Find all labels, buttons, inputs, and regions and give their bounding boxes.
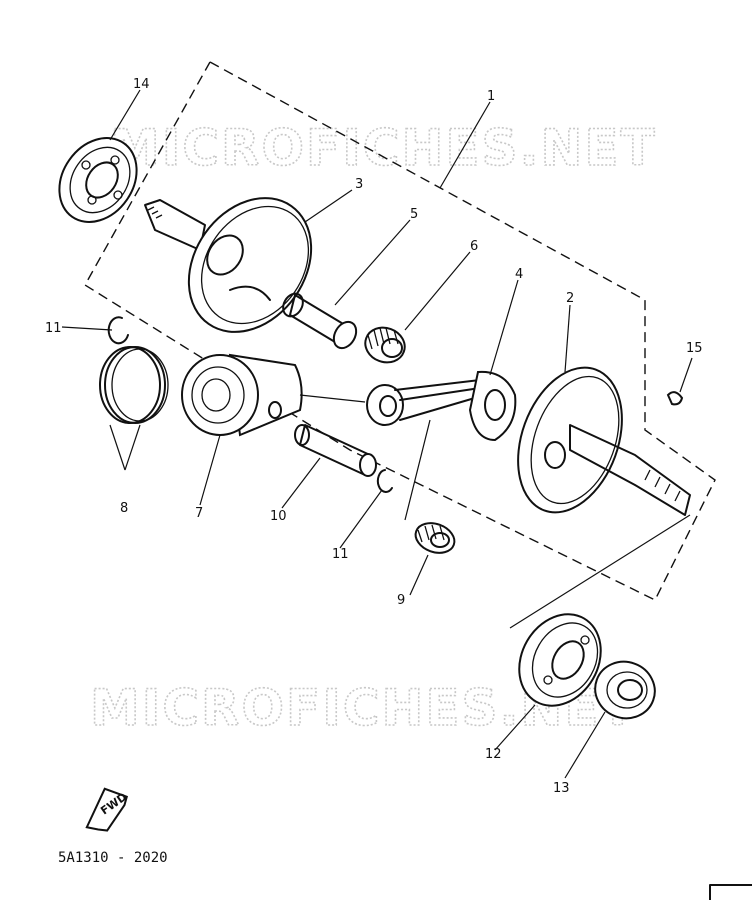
circlip-part-11-bottom[interactable]	[376, 469, 393, 493]
oil-seal-part-13[interactable]	[587, 653, 663, 726]
forward-arrow-icon: FWD	[85, 787, 129, 832]
callout-7: 7	[195, 506, 203, 521]
callout-11-top: 11	[45, 321, 62, 336]
woodruff-key-part-15[interactable]	[666, 391, 684, 406]
watermark-top: MICROFICHES.NET	[110, 119, 657, 177]
callout-6: 6	[470, 239, 478, 254]
callout-11-bottom: 11	[332, 547, 349, 562]
callout-14: 14	[133, 77, 150, 92]
crank-half-part-2[interactable]	[499, 353, 691, 527]
assembly-outline	[84, 61, 716, 601]
piston-part-7[interactable]	[181, 353, 303, 437]
leader-lines	[61, 89, 693, 779]
callout-3: 3	[355, 177, 363, 192]
callout-1: 1	[487, 89, 495, 104]
bearing-part-14[interactable]	[44, 123, 153, 237]
bearing-part-12[interactable]	[503, 599, 617, 720]
callout-12: 12	[485, 747, 502, 762]
drawing-code: 5A1310 - 2020	[58, 850, 168, 866]
needle-bearing-part-6[interactable]	[360, 322, 409, 368]
callout-15: 15	[686, 341, 703, 356]
crank-pin-part-5[interactable]	[279, 290, 360, 352]
piston-rings-part-8[interactable]	[99, 346, 169, 424]
piston-pin-part-10[interactable]	[294, 424, 377, 477]
callout-10: 10	[270, 509, 287, 524]
callout-13: 13	[553, 781, 570, 796]
needle-bearing-part-9[interactable]	[411, 518, 458, 558]
crank-half-part-3[interactable]	[144, 174, 336, 355]
callout-5: 5	[410, 207, 418, 222]
callout-9: 9	[397, 593, 405, 608]
connecting-rod-part-4[interactable]	[366, 370, 517, 442]
corner-frame	[709, 884, 752, 900]
callout-2: 2	[566, 291, 574, 306]
callout-8: 8	[120, 501, 128, 516]
callout-4: 4	[515, 267, 523, 282]
circlip-part-11-top[interactable]	[107, 316, 129, 345]
